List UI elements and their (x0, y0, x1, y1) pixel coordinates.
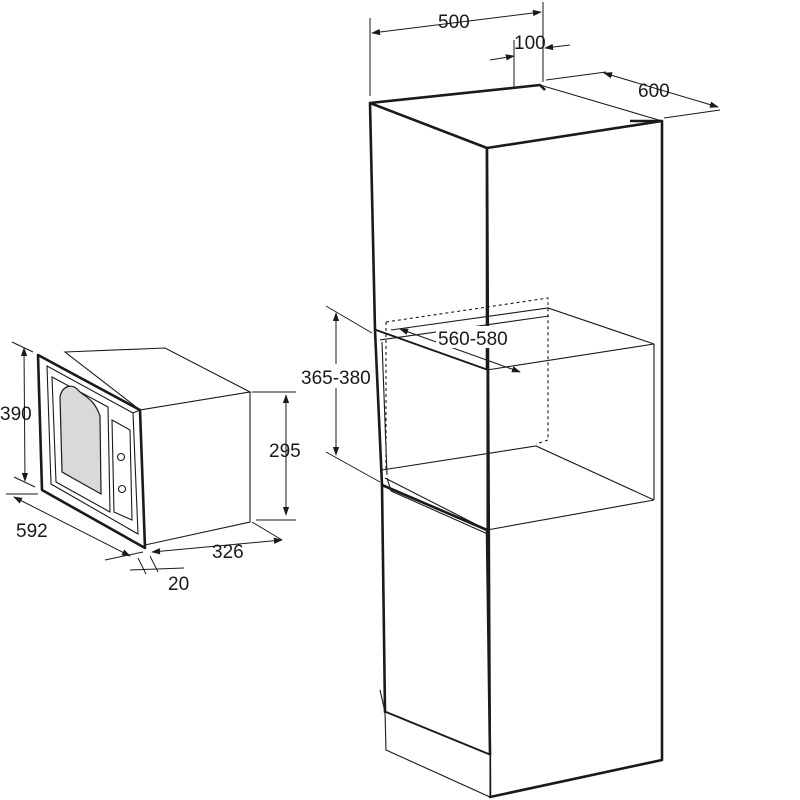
dim-label-500: 500 (438, 12, 470, 33)
cabinet-right-side (485, 119, 664, 799)
cabinet-plinth (384, 711, 491, 798)
dim-label-295: 295 (269, 441, 301, 462)
dim-line-390 (20, 347, 29, 482)
dim-line-560-580 (399, 328, 521, 373)
control-knob-top (116, 452, 126, 462)
dim-label-592: 592 (16, 521, 48, 542)
microwave-inner-frame (46, 365, 139, 535)
dim-label-326: 326 (212, 542, 244, 563)
dim-line-100-left (489, 54, 515, 61)
dim-line-326 (151, 537, 283, 555)
dim-label-100: 100 (514, 33, 546, 54)
microwave-drawing: 390 592 326 20 295 (0, 341, 301, 595)
dim-line-500 (371, 9, 542, 36)
control-knob-bottom (117, 484, 127, 494)
dim-line-600 (603, 72, 719, 108)
dim-line-592 (13, 496, 131, 557)
microwave-window (59, 385, 102, 496)
microwave-control-panel (111, 419, 133, 521)
dim-label-600: 600 (638, 81, 670, 102)
dim-label-390: 390 (0, 404, 32, 425)
dim-line-100-right (544, 43, 571, 51)
dim-label-560-580: 560-580 (438, 329, 508, 350)
cabinet-lower-door (380, 483, 492, 757)
cabinet-drawing: 500 100 600 560-580 365-380 (300, 2, 721, 799)
dim-line-20 (129, 567, 185, 571)
microwave-side-face (139, 391, 251, 546)
dim-label-365-380: 365-380 (301, 368, 371, 389)
dim-label-20: 20 (168, 574, 189, 595)
